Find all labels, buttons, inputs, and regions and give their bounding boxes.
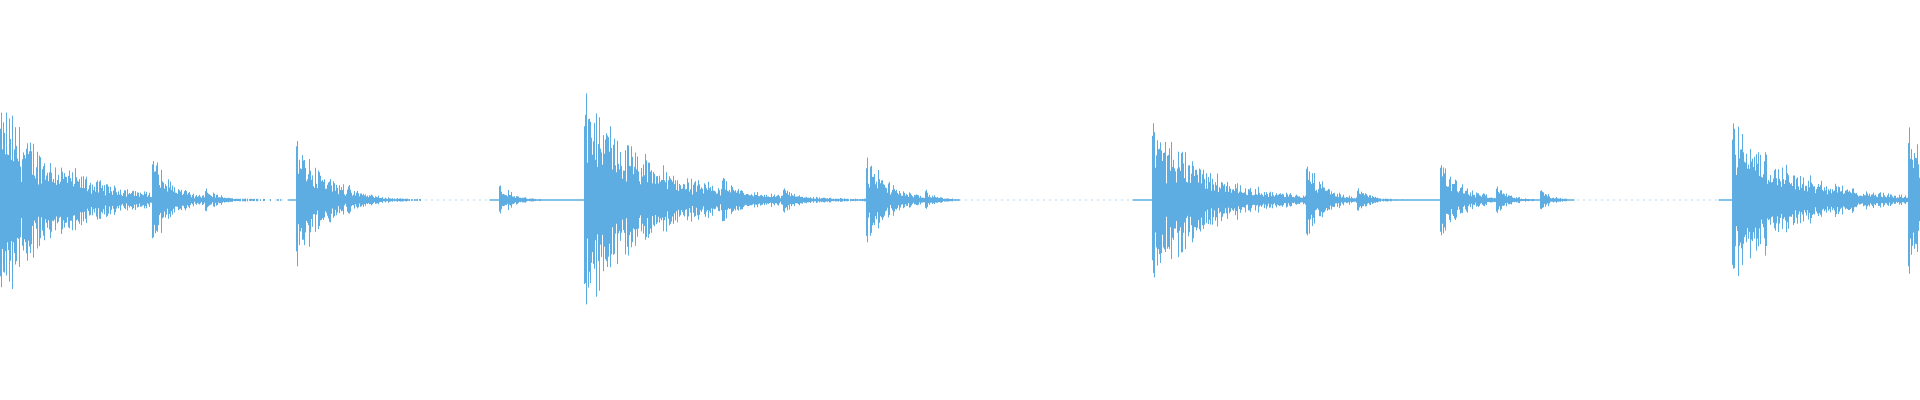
waveform-transient-17 (1540, 190, 1567, 210)
waveform-transient-9 (783, 188, 824, 213)
waveform-transient-5 (348, 185, 390, 214)
waveform-transients (0, 93, 1920, 305)
waveform-noise-floor (0, 199, 1920, 201)
waveform-transient-3 (205, 188, 246, 212)
waveform-transient-16 (1496, 186, 1534, 213)
waveform-transient-8 (722, 178, 791, 222)
waveform-transient-20 (1908, 127, 1920, 274)
waveform-baseline (0, 199, 1920, 201)
waveform-transient-11 (925, 189, 956, 209)
waveform-transient-14 (1357, 188, 1392, 211)
waveform-transient-19 (1872, 195, 1888, 206)
waveform-transient-18 (1732, 123, 1920, 277)
waveform-transient-6 (499, 185, 541, 214)
